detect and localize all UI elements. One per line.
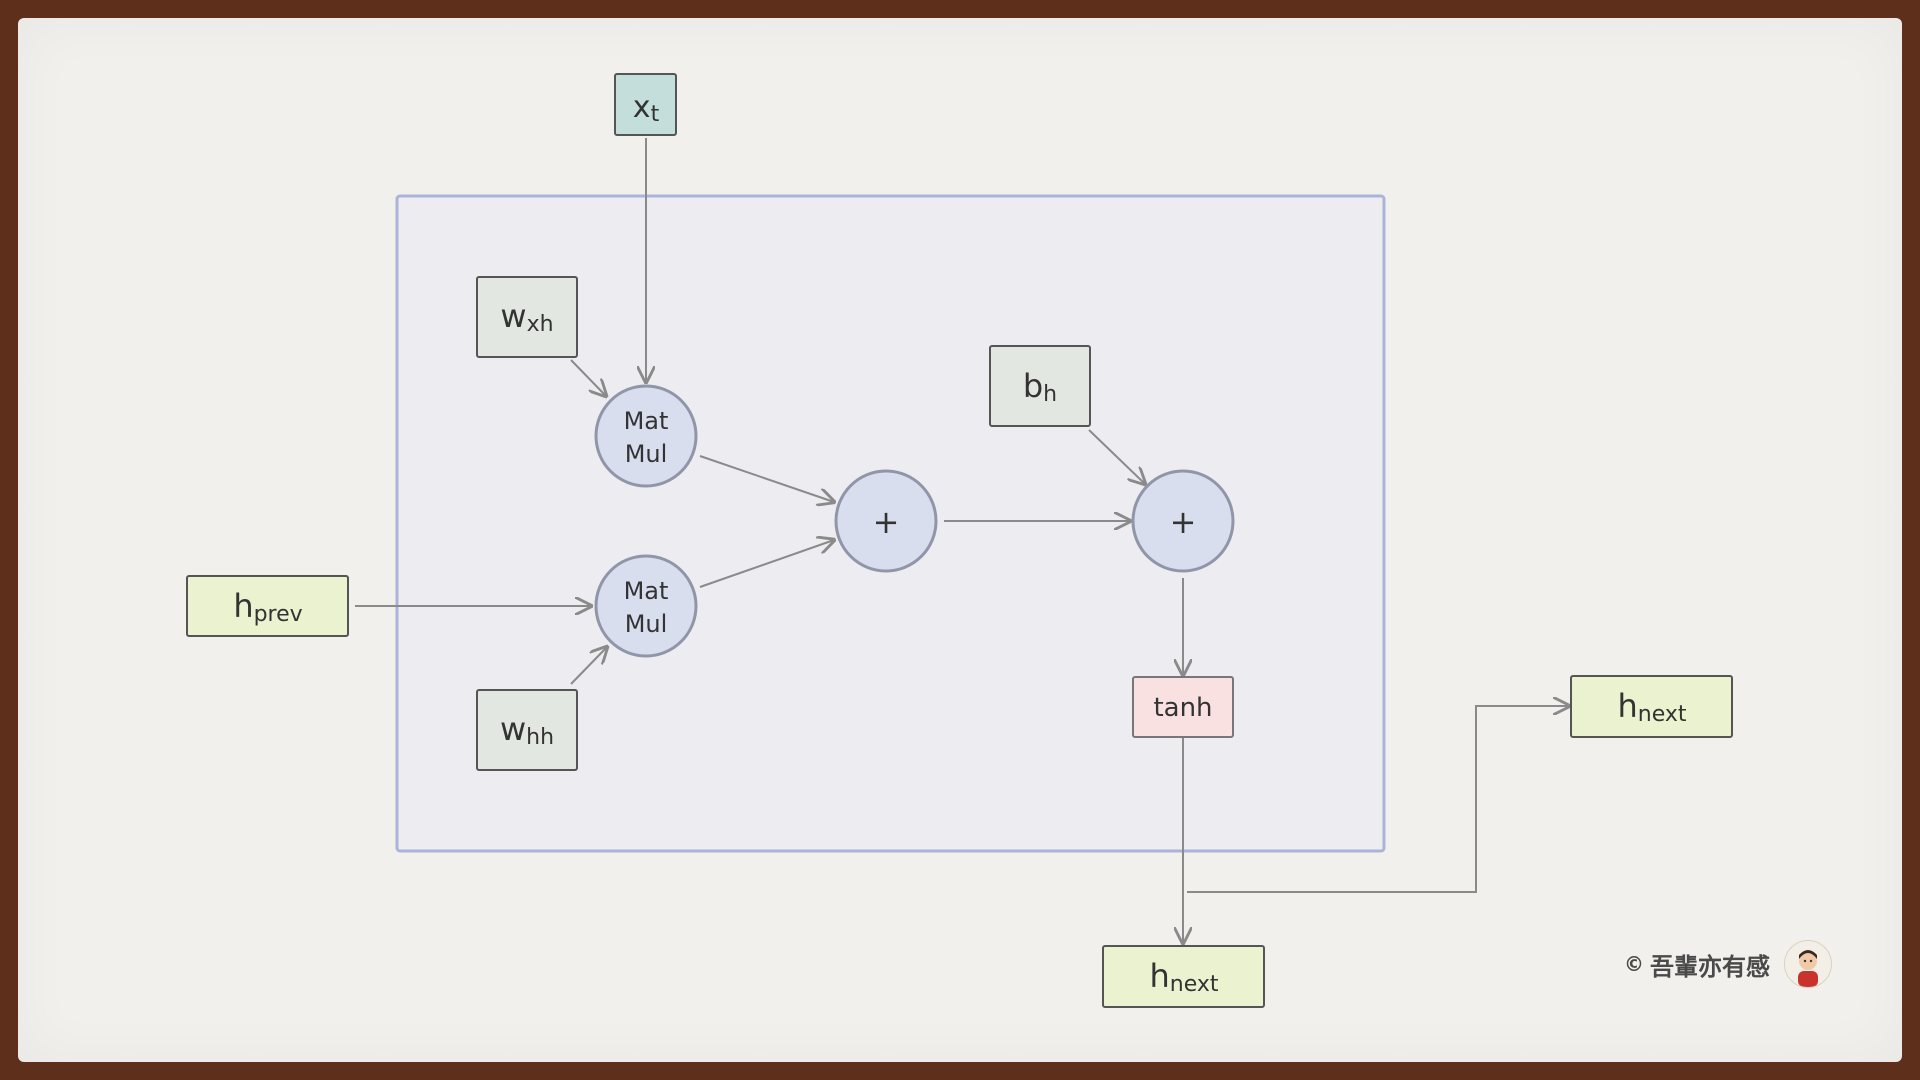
plus-2-label: + — [1170, 503, 1197, 541]
matmul-top-line2: Mul — [625, 440, 668, 468]
node-b-h: bh — [989, 345, 1091, 427]
w-hh-sub: hh — [526, 725, 554, 750]
copyright-symbol: © — [1624, 952, 1644, 976]
matmul-bottom-line2: Mul — [625, 610, 668, 638]
svg-text:hprev: hprev — [233, 587, 302, 627]
matmul-bottom-line1: Mat — [624, 577, 669, 605]
arrow-matmul-bottom-to-plus-1 — [699, 540, 834, 588]
node-h-next-right: hnext — [1570, 675, 1733, 738]
svg-text:whh: whh — [500, 710, 554, 750]
node-plus-2: + — [1131, 469, 1235, 573]
plus-1-label: + — [873, 503, 900, 541]
h-next-right-main: h — [1617, 687, 1637, 725]
b-h-sub: h — [1043, 382, 1057, 407]
h-prev-main: h — [233, 587, 253, 625]
matmul-top-line1: Mat — [624, 407, 669, 435]
w-xh-main: w — [500, 297, 526, 335]
h-next-bottom-main: h — [1149, 957, 1169, 995]
arrow-tanh-to-hnext-right — [1187, 706, 1569, 893]
node-w-xh: wxh — [476, 276, 578, 358]
node-tanh: tanh — [1132, 676, 1234, 738]
w-hh-main: w — [500, 710, 526, 748]
tanh-label: tanh — [1153, 693, 1212, 723]
node-matmul-top: Mat Mul — [594, 384, 698, 488]
svg-text:xt: xt — [633, 90, 660, 127]
arrow-wxh-to-matmul-top — [570, 359, 606, 396]
node-plus-1: + — [834, 469, 938, 573]
svg-text:hnext: hnext — [1149, 957, 1218, 997]
node-h-next-bottom: hnext — [1102, 945, 1265, 1008]
node-x-t: xt — [614, 73, 677, 136]
author-avatar — [1784, 940, 1832, 988]
svg-text:wxh: wxh — [500, 297, 553, 337]
svg-text:bh: bh — [1023, 367, 1057, 407]
author-name: 吾輩亦有感 — [1650, 952, 1770, 981]
b-h-main: b — [1023, 367, 1043, 405]
h-next-right-sub: next — [1638, 702, 1687, 727]
node-h-prev: hprev — [186, 575, 349, 637]
svg-text:hnext: hnext — [1617, 687, 1686, 727]
w-xh-sub: xh — [527, 312, 554, 337]
x-t-sub: t — [651, 102, 660, 127]
h-prev-sub: prev — [254, 602, 303, 627]
node-matmul-bottom: Mat Mul — [594, 554, 698, 658]
arrow-whh-to-matmul-bottom — [570, 647, 607, 685]
x-t-main: x — [633, 90, 651, 125]
h-next-bottom-sub: next — [1170, 972, 1219, 997]
arrow-bh-to-plus-2 — [1088, 429, 1145, 484]
avatar-face-icon — [1798, 950, 1818, 987]
connectors — [355, 138, 1569, 943]
author-credit: © 吾輩亦有感 — [1624, 940, 1832, 988]
node-w-hh: whh — [476, 689, 578, 771]
arrow-matmul-top-to-plus-1 — [699, 455, 834, 502]
